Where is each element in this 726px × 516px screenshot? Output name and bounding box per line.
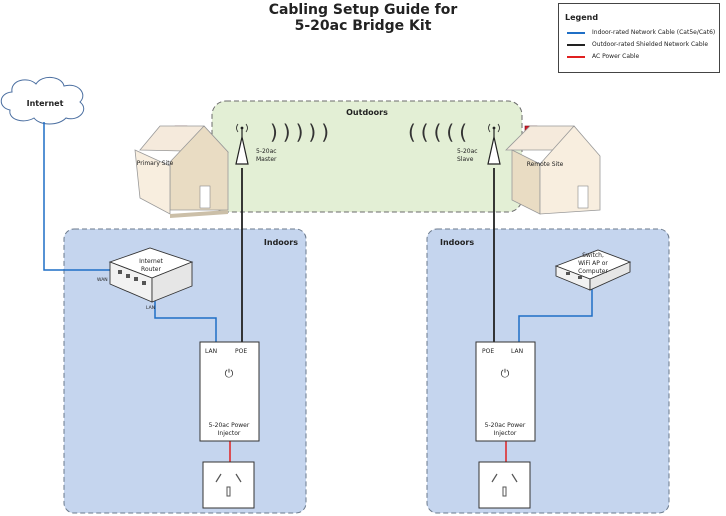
- remote-site-house: Remote Site: [505, 125, 601, 215]
- indoors-right-label: Indoors: [440, 238, 474, 247]
- diagram-title: Cabling Setup Guide for 5-20ac Bridge Ki…: [0, 2, 726, 34]
- slave-label-line1: 5-20ac: [457, 148, 478, 155]
- indoors-left-label: Indoors: [264, 238, 298, 247]
- router-port: [118, 270, 122, 274]
- legend-swatch-black: [567, 44, 585, 46]
- indoors-region-right: [426, 228, 670, 514]
- outlet-pin: [511, 473, 518, 483]
- signal-icon: [488, 123, 500, 133]
- power-outlet-right: [478, 461, 531, 509]
- power-icon: ⏻: [501, 367, 510, 380]
- switch-port: [566, 272, 570, 275]
- outlet-pin: [491, 473, 498, 483]
- master-label-line2: Master: [256, 156, 277, 163]
- outlet-pin: [215, 473, 222, 483]
- router-port: [134, 277, 138, 281]
- antenna-icon: [487, 136, 501, 165]
- cable-switch-to-injector: [518, 284, 593, 344]
- slave-antenna: 5-20ac Slave: [457, 123, 501, 165]
- title-line-2: 5-20ac Bridge Kit: [294, 18, 432, 34]
- switch-label-line1: Switch,: [582, 252, 604, 259]
- door: [199, 185, 211, 209]
- switch-label-line3: Computer: [578, 268, 608, 275]
- legend-title: Legend: [565, 13, 599, 22]
- injector-left-label-line2: Injector: [218, 430, 241, 437]
- legend-label: Indoor-rated Network Cable (Cat5e/Cat6): [592, 29, 716, 36]
- remote-site-label: Remote Site: [527, 161, 564, 168]
- master-antenna: 5-20ac Master: [235, 123, 277, 165]
- injector-left-label-line1: 5-20ac Power: [209, 422, 250, 429]
- internet-cloud: Internet: [0, 77, 85, 125]
- outlet-earth-pin: [226, 486, 231, 497]
- legend-item-outdoor-cable: Outdoor-rated Shielded Network Cable: [567, 40, 717, 50]
- injector-right-poe-port: POE: [482, 348, 494, 355]
- router-port: [126, 274, 130, 278]
- power-injector-left: LAN POE ⏻ 5-20ac Power Injector: [199, 341, 260, 442]
- legend-label: Outdoor-rated Shielded Network Cable: [592, 41, 709, 48]
- primary-site-label: Primary Site: [137, 160, 174, 167]
- legend: Legend Indoor-rated Network Cable (Cat5e…: [558, 3, 720, 73]
- injector-right-lan-port: LAN: [511, 348, 523, 355]
- outlet-pin: [235, 473, 242, 483]
- wireless-waves-right: (((((: [408, 120, 472, 144]
- primary-site-house: Primary Site: [134, 125, 229, 218]
- injector-left-poe-port: POE: [235, 348, 247, 355]
- power-injector-right: POE LAN ⏻ 5-20ac Power Injector: [475, 341, 536, 442]
- router-port: [142, 281, 146, 285]
- legend-label: AC Power Cable: [592, 53, 640, 60]
- injector-right-label-line1: 5-20ac Power: [485, 422, 526, 429]
- injector-right-label-line2: Injector: [494, 430, 517, 437]
- switch-port: [578, 276, 582, 279]
- power-icon: ⏻: [225, 367, 234, 380]
- injector-left-lan-port: LAN: [205, 348, 217, 355]
- legend-item-indoor-cable: Indoor-rated Network Cable (Cat5e/Cat6): [567, 28, 717, 38]
- indoors-region-left: [63, 228, 307, 514]
- cable-internet-to-router: [43, 122, 112, 271]
- legend-swatch-blue: [567, 32, 585, 34]
- signal-icon: [236, 123, 248, 133]
- title-line-1: Cabling Setup Guide for: [268, 2, 458, 18]
- router-label-line1: Internet: [139, 258, 163, 265]
- switch-label-line2: WiFi AP or: [578, 260, 608, 267]
- slave-label-line2: Slave: [457, 156, 474, 163]
- switch-device: Switch, WiFi AP or Computer: [554, 249, 632, 291]
- power-outlet-left: [202, 461, 255, 509]
- door: [577, 185, 589, 209]
- outlet-earth-pin: [502, 486, 507, 497]
- router-lan-label: LAN: [146, 305, 155, 311]
- router-label-line2: Router: [141, 266, 161, 273]
- legend-item-power-cable: AC Power Cable: [567, 52, 717, 62]
- antenna-icon: [235, 136, 249, 165]
- master-label-line1: 5-20ac: [256, 148, 277, 155]
- internet-router: Internet Router WAN LAN: [97, 247, 194, 311]
- router-wan-label: WAN: [97, 277, 108, 283]
- wireless-waves-left: ))))): [270, 120, 334, 144]
- internet-label: Internet: [27, 99, 64, 108]
- cable-router-to-injector: [154, 300, 217, 344]
- legend-swatch-red: [567, 56, 585, 58]
- outdoors-label: Outdoors: [346, 108, 388, 117]
